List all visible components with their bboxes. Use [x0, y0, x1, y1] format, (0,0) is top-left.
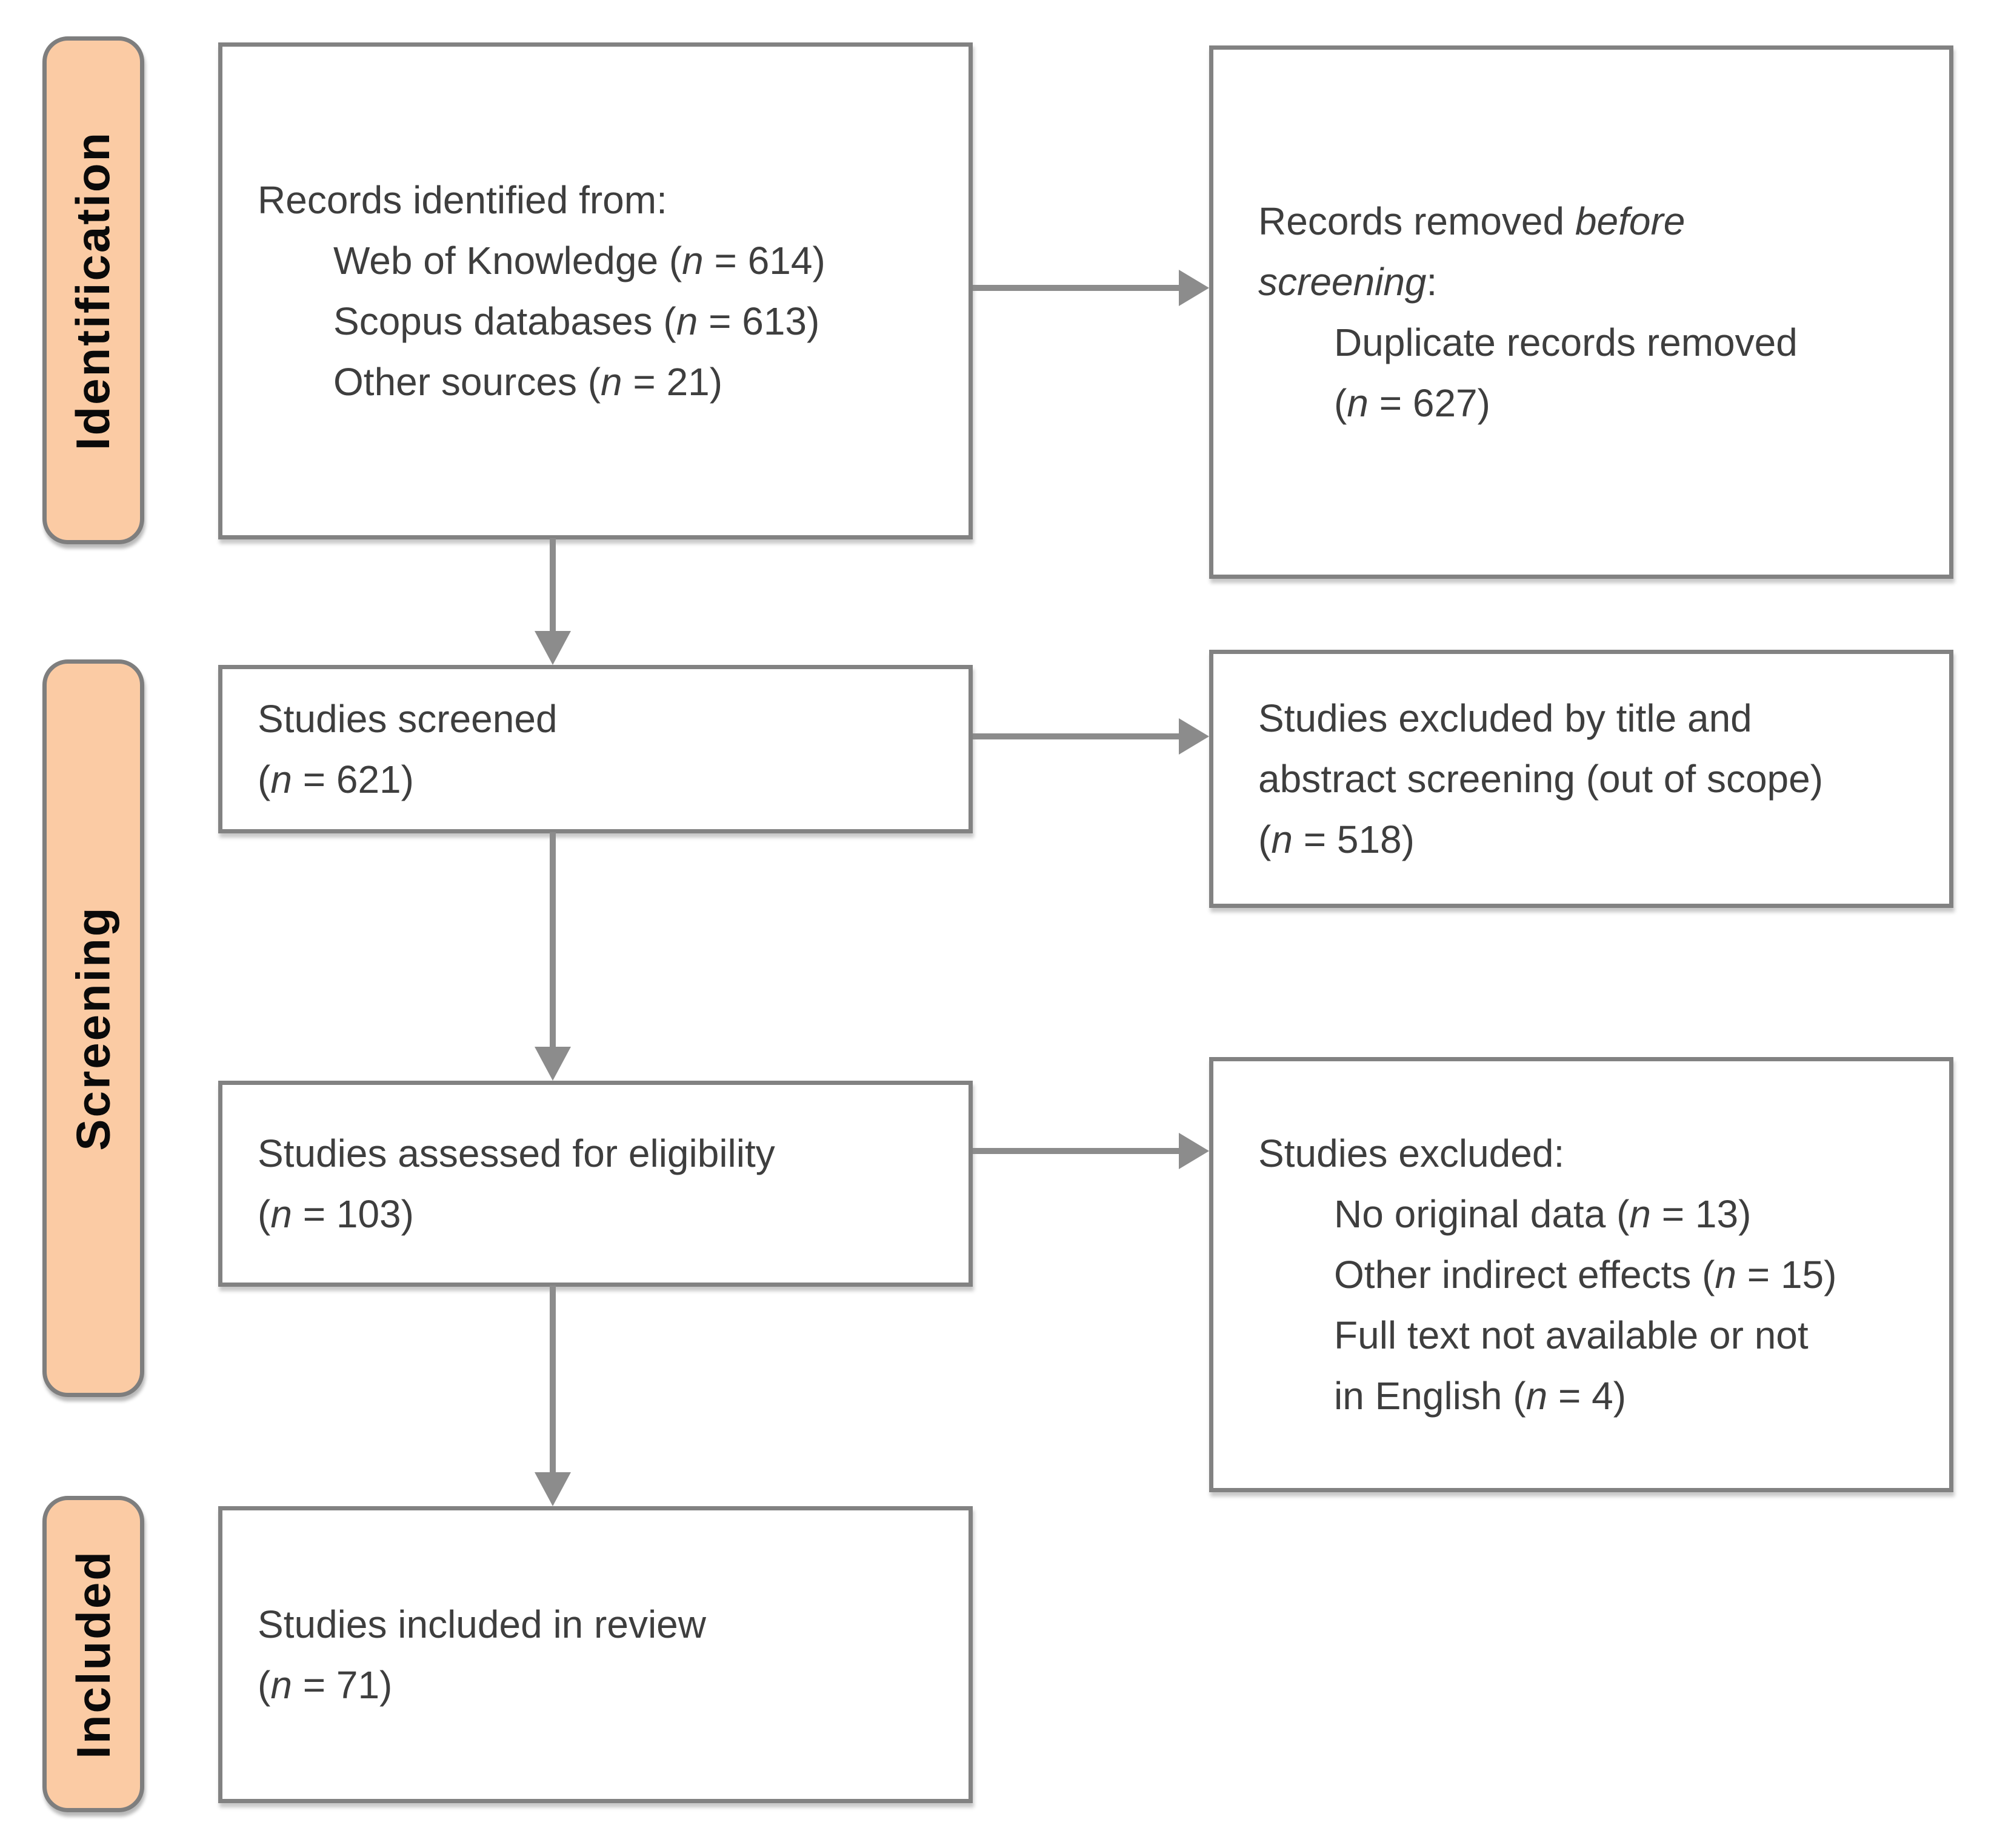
box-text-line: (n = 518) [1258, 818, 1415, 861]
box-text-line: in English (n = 4) [1334, 1374, 1627, 1418]
box-studies-excluded: Studies excluded: No original data (n = 1… [1209, 1057, 1953, 1492]
box-records-removed: Records removed before screening: Duplicat… [1209, 45, 1953, 579]
box-text-line: abstract screening (out of scope) [1258, 757, 1824, 801]
box-text-line: Web of Knowledge (n = 614) [333, 239, 825, 282]
stage-pill-included: Included [42, 1496, 144, 1812]
box-text-line: screening: [1258, 260, 1438, 304]
box-records-identified: Records identified from: Web of Knowledge… [218, 42, 973, 539]
box-records-removed-text: Records removed before screening: Duplicat… [1213, 50, 1949, 575]
box-records-identified-text: Records identified from: Web of Knowledge… [222, 47, 969, 535]
box-text-line: (n = 627) [1334, 381, 1490, 425]
box-text-line: No original data (n = 13) [1334, 1192, 1752, 1236]
arrowhead-down-icon [535, 1047, 571, 1081]
box-studies-assessed: Studies assessed for eligibility (n = 103… [218, 1081, 973, 1287]
box-text-line: Scopus databases (n = 613) [333, 299, 820, 343]
arrowhead-down-icon [535, 1472, 571, 1506]
stage-pill-screening: Screening [42, 659, 144, 1397]
arrowhead-down-icon [535, 631, 571, 665]
arrowhead-right-icon [1179, 718, 1209, 755]
box-text-line: (n = 103) [258, 1192, 414, 1236]
arrow-shaft [550, 832, 556, 1048]
arrow-shaft [973, 285, 1180, 291]
stage-label-included: Included [66, 1549, 120, 1759]
box-text-line: (n = 71) [258, 1663, 393, 1707]
box-excluded-title-abstract-text: Studies excluded by title and abstract sc… [1213, 654, 1949, 904]
box-studies-included: Studies included in review (n = 71) [218, 1506, 973, 1803]
box-text-line: Studies excluded by title and [1258, 696, 1752, 740]
box-text-line: Studies included in review [258, 1603, 706, 1646]
box-studies-screened-text: Studies screened (n = 621) [222, 669, 969, 829]
box-studies-included-text: Studies included in review (n = 71) [222, 1510, 969, 1799]
box-studies-excluded-text: Studies excluded: No original data (n = 1… [1213, 1061, 1949, 1488]
arrow-shaft [550, 1286, 556, 1473]
box-text-line: Studies screened [258, 697, 558, 741]
box-text-line: Records removed before [1258, 199, 1686, 243]
stage-label-identification: Identification [66, 130, 120, 450]
box-text-line: Other sources (n = 21) [333, 360, 723, 404]
stage-label-screening: Screening [66, 906, 120, 1151]
stage-pill-identification: Identification [42, 36, 144, 544]
box-text-line: Duplicate records removed [1334, 321, 1798, 364]
box-text-line: Studies excluded: [1258, 1132, 1565, 1175]
box-excluded-title-abstract: Studies excluded by title and abstract sc… [1209, 650, 1953, 908]
box-text-line: Full text not available or not [1334, 1313, 1809, 1357]
box-text-line: (n = 621) [258, 758, 414, 801]
box-text-line: Studies assessed for eligibility [258, 1132, 775, 1175]
arrowhead-right-icon [1179, 1133, 1209, 1169]
box-text-line: Other indirect effects (n = 15) [1334, 1253, 1837, 1296]
arrowhead-right-icon [1179, 270, 1209, 306]
box-text-line: Records identified from: [258, 178, 667, 222]
box-studies-screened: Studies screened (n = 621) [218, 665, 973, 833]
box-studies-assessed-text: Studies assessed for eligibility (n = 103… [222, 1085, 969, 1283]
arrow-shaft [973, 733, 1180, 739]
arrow-shaft [550, 538, 556, 632]
arrow-shaft [973, 1148, 1180, 1154]
